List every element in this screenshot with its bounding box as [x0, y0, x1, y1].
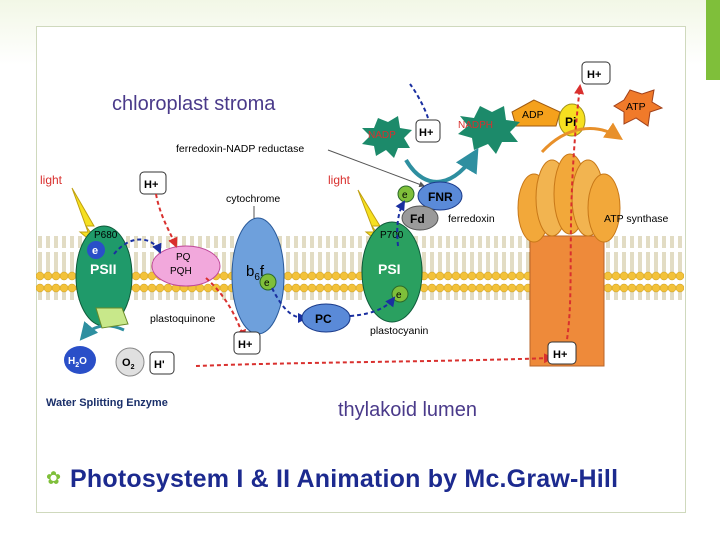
adp-shape: ADP: [511, 99, 561, 127]
psii-electron: [87, 241, 105, 259]
lumen-proton-label-b6f: H+: [238, 339, 252, 351]
nadph-star: [458, 106, 520, 154]
proton-path-lumen: [195, 353, 554, 367]
h2o-shape: [64, 346, 96, 374]
nadph-label: NADPH: [458, 120, 493, 131]
p700-label: P700: [380, 230, 404, 241]
pqh2-label: PQH: [170, 266, 192, 277]
fd-label: Fd: [410, 212, 425, 226]
o2-shape: [115, 347, 145, 377]
b6f-electron: [259, 273, 277, 291]
nadp-to-nadph-arrow: [404, 147, 479, 184]
psi-label: PSI: [378, 261, 401, 277]
h2o-label: H2O: [68, 356, 87, 369]
slide-caption: ✿ Photosystem I & II Animation by Mc.Gra…: [46, 462, 686, 496]
photosynthesis-diagram: chloroplast stroma thylakoid lumen H+ AT…: [36, 61, 684, 421]
bullet-icon: ✿: [46, 468, 62, 489]
b6f-label: b6f: [246, 263, 265, 283]
atp-shape: ATP: [613, 89, 664, 127]
light-right-label: light: [328, 173, 351, 187]
atp-label: ATP: [626, 101, 646, 113]
lumen-proton-box-atp: [547, 341, 577, 365]
electron-path-psi-to-fd: [395, 200, 406, 247]
atp-synthase-label: ATP synthase: [604, 213, 669, 225]
pi-shape: Pi: [558, 103, 586, 137]
proton-path-stroma-to-pq: [155, 193, 178, 248]
psii-electron-label: e: [92, 245, 98, 257]
adp-label: ADP: [522, 109, 544, 121]
water-splitting-arrow: [79, 321, 125, 341]
electron-path-psii-to-pq: [113, 238, 162, 255]
caption-text: Photosystem I & II Animation by Mc.Graw-…: [70, 464, 619, 493]
cytochrome-label: cytochrome: [226, 193, 280, 205]
nadp-proton-label: H+: [419, 127, 433, 139]
water-proton-box: [149, 351, 175, 375]
fnr-label: FNR: [428, 190, 453, 204]
slide-accent-corner: [706, 0, 720, 80]
pc-shape: [301, 303, 351, 333]
top-proton-label: H+: [587, 69, 601, 81]
ferredoxin-label: ferredoxin: [448, 213, 495, 225]
b6f-electron-label: e: [264, 278, 270, 289]
plastocyanin-label: plastocyanin: [370, 325, 429, 337]
water-splitting-enzyme-shape: [95, 307, 129, 329]
pq-label: PQ: [176, 252, 191, 263]
fd-shape: [401, 205, 439, 231]
nadp-star: [362, 116, 412, 158]
lumen-proton-box-b6f: [233, 331, 261, 355]
water-enzyme-label: Water Splitting Enzyme: [46, 397, 168, 409]
psii-label: PSII: [90, 261, 116, 277]
p680-label: P680: [94, 230, 118, 241]
fd-electron: [397, 185, 415, 203]
lumen-proton-label-atp: H+: [553, 349, 567, 361]
nadp-proton-box: [415, 119, 441, 143]
lumen-label: thylakoid lumen: [338, 399, 477, 421]
adp-to-atp-arrow: [540, 122, 623, 154]
psi-electron: [391, 285, 409, 303]
electron-path-pc-to-psi: [349, 296, 396, 317]
light-left-label: light: [40, 173, 63, 187]
water-proton-label: H': [154, 359, 165, 371]
proton-path-nadp: [409, 83, 429, 119]
stroma-proton-label: H+: [144, 179, 158, 191]
nadp-label: NADP: [368, 130, 396, 141]
pq-shape: [151, 245, 221, 287]
pi-label: Pi: [565, 115, 576, 129]
proton-path-atp-synthase: [565, 84, 585, 347]
fd-electron-label: e: [402, 190, 408, 201]
stroma-proton-box: [139, 171, 167, 195]
atp-synthase-head: [517, 153, 621, 243]
pc-label: PC: [315, 312, 332, 326]
stroma-label: chloroplast stroma: [112, 93, 276, 115]
fnr-pointer-line: [327, 149, 426, 188]
fnr-shape: [417, 181, 463, 211]
top-proton-box: [581, 61, 611, 85]
fnr-full-label: ferredoxin-NADP reductase: [176, 143, 304, 155]
psi-electron-label: e: [396, 290, 402, 301]
plastoquinone-label: plastoquinone: [150, 313, 216, 325]
o2-label: O2: [122, 357, 135, 371]
